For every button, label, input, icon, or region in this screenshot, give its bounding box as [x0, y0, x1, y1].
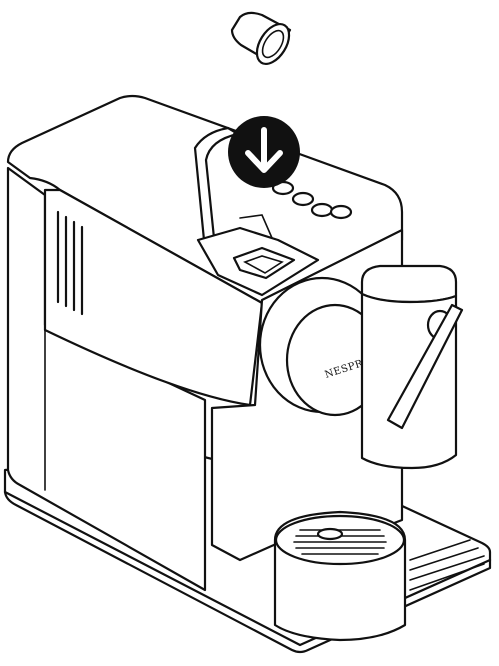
milk-jug — [360, 264, 464, 470]
capsule-icon — [230, 11, 292, 65]
drip-grate — [409, 539, 485, 591]
arrow-down-icon — [228, 116, 300, 188]
cup-tray — [273, 510, 407, 642]
capsule-lever — [193, 126, 320, 297]
brew-head: NESPRESSO — [258, 276, 394, 417]
